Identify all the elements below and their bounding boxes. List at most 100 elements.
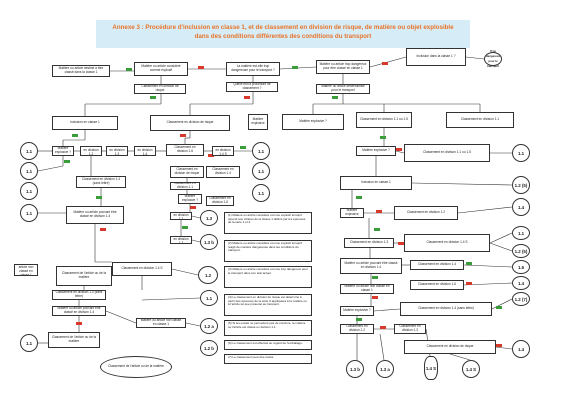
- no-tag: [398, 242, 404, 245]
- no-tag: [190, 206, 196, 209]
- flow-box-49: Classement en division 1.4 (sans lettre): [400, 302, 492, 316]
- note-7: (7) Le classement peut être révisé.: [224, 354, 312, 364]
- circle-node-10: 1.3 b: [200, 234, 218, 250]
- flow-box-38: Classement en division 1.1 ou 1.5: [404, 144, 490, 162]
- circle-node-15: 1.1: [512, 144, 530, 162]
- no-tag: [466, 282, 472, 285]
- circle-node-13: 1.2 a: [200, 318, 218, 334]
- circle-node-22: 1.2 (7): [512, 292, 530, 306]
- circle-node-20: 1.6: [512, 260, 530, 274]
- flow-box-25: Classement en division de risque: [170, 166, 204, 178]
- flow-box-27: Matière explosive ?: [178, 194, 202, 204]
- flow-box-41: Classement en division 1.2: [394, 206, 458, 220]
- connector-line: [489, 242, 513, 252]
- flow-box-33: Classement en division 1.4 (sans lettre): [52, 290, 106, 300]
- connector-line: [457, 206, 513, 214]
- circle-node-5: 1.1: [20, 334, 38, 352]
- flow-box-17: Classement en division 1.3: [106, 146, 128, 156]
- circle-node-7: 1.1: [252, 162, 270, 180]
- connector-line: [185, 322, 201, 327]
- flow-box-5: Inclusion dans la classe 1 ?: [406, 48, 466, 66]
- circle-node-4: 1.1: [20, 204, 38, 222]
- no-tag: [496, 344, 502, 347]
- connector-line: [171, 268, 199, 276]
- connector-line: [465, 56, 485, 60]
- circle-node-6: 1.1: [252, 142, 270, 160]
- yes-tag: [374, 228, 380, 231]
- yes-tag: [64, 160, 70, 163]
- note-2: (2) Matière ou article considéré comme e…: [224, 240, 312, 262]
- flow-box-31: Classement en division 1.6: [206, 196, 234, 206]
- note-5: (5) Si les essais ne permettent pas de c…: [224, 320, 312, 336]
- yes-tag: [356, 318, 362, 321]
- no-tag: [198, 66, 204, 69]
- circle-node-14: 1.2 b: [200, 340, 218, 356]
- no-tag: [380, 326, 386, 329]
- connector-line: [491, 298, 513, 310]
- flow-box-6: Classement en division de risque: [134, 84, 186, 94]
- flow-box-45: Classement en division 1.4: [410, 260, 464, 270]
- no-tag: [76, 322, 82, 325]
- flow-box-23: Matière ou article non classé en classe …: [14, 264, 38, 276]
- no-tag: [396, 148, 402, 151]
- yes-tag: [182, 226, 188, 229]
- flow-box-44: Matière ou article pouvant être classé e…: [340, 258, 402, 274]
- circle-node-12: 1.1: [200, 290, 218, 306]
- circle-node-8: 1.1: [252, 184, 270, 202]
- flow-box-4: Matière ou article trop dangereux pour ê…: [316, 60, 370, 74]
- flow-box-37: Matière explosive ?: [356, 146, 396, 156]
- no-tag: [244, 96, 250, 99]
- circle-node-18: 1.1: [512, 226, 530, 240]
- connector-line: [37, 165, 64, 172]
- circle-node-16: 1.2 (5): [512, 176, 530, 194]
- note-4: (4) Le classement en division de risque …: [224, 294, 312, 316]
- title-line-1: Annexe 3 : Procédure d'inclusion en clas…: [112, 24, 454, 31]
- no-tag: [208, 154, 214, 157]
- yes-tag: [96, 196, 102, 199]
- flow-box-2: Matière ou article considéré comme explo…: [134, 62, 188, 76]
- circle-node-9: 1.3: [200, 210, 218, 226]
- circle-node-23: 1.4: [512, 340, 530, 358]
- flow-box-43: Classement en division 1.4 S: [404, 234, 490, 252]
- yes-tag: [496, 306, 502, 309]
- flow-box-14: Classement en division 1.1: [446, 112, 514, 128]
- connector-line: [495, 346, 513, 350]
- no-tag: [376, 210, 382, 213]
- flow-box-19: Classement en division 1.6: [166, 144, 204, 156]
- yes-tag: [72, 134, 78, 137]
- flow-box-13: Classement en division 1.1 ou 1.5: [356, 112, 412, 128]
- circle-node-1: 1.1: [20, 142, 38, 160]
- connector-line: [141, 297, 201, 301]
- flow-box-50: Classement en division 1.2: [340, 324, 374, 334]
- flow-box-21: Classement en division 1.4 (sans lettre): [76, 176, 126, 188]
- connector-line: [191, 215, 201, 219]
- circle-node-27: 1.4 S: [462, 360, 480, 378]
- connector-line: [489, 232, 513, 244]
- circle-node-2: 1.1: [20, 162, 38, 180]
- flow-box-36: Classement de l'article ou de la matière: [48, 332, 100, 348]
- flow-box-29: Classement en division 1.3: [170, 236, 192, 244]
- flow-box-10: Classement en division de risque: [150, 115, 230, 131]
- no-tag: [100, 228, 106, 231]
- no-tag: [372, 296, 378, 299]
- connector-line: [373, 308, 401, 312]
- flow-box-24: Classement de l'article ou de la matière: [56, 266, 112, 286]
- flow-box-20: Classement en division 1.4 S: [212, 146, 234, 156]
- flow-box-42: Classement en division 1.3: [344, 238, 394, 248]
- connector-line: [379, 333, 385, 361]
- no-tag: [180, 134, 186, 137]
- circle-node-trop-dangereux: Trop dangereux pour le transport: [484, 49, 502, 68]
- yes-tag: [380, 136, 386, 139]
- yes-tag: [332, 96, 338, 99]
- note-6: (6) Le classement est effectué au regard…: [224, 340, 312, 350]
- flow-box-1: Matière ou article destiné à être classé…: [52, 65, 110, 77]
- flow-box-35: Matière ou article non classé en classe …: [136, 318, 186, 328]
- flow-box-8: Matière ou article désensibilisé pour le…: [316, 84, 370, 94]
- yes-tag: [126, 68, 132, 71]
- title-line-2: dans des conditions différentes des cond…: [194, 33, 372, 40]
- flow-box-22: Matière ou article pouvant être classé e…: [66, 206, 124, 224]
- no-tag: [382, 62, 388, 65]
- circle-node-17: 1.4: [512, 198, 530, 216]
